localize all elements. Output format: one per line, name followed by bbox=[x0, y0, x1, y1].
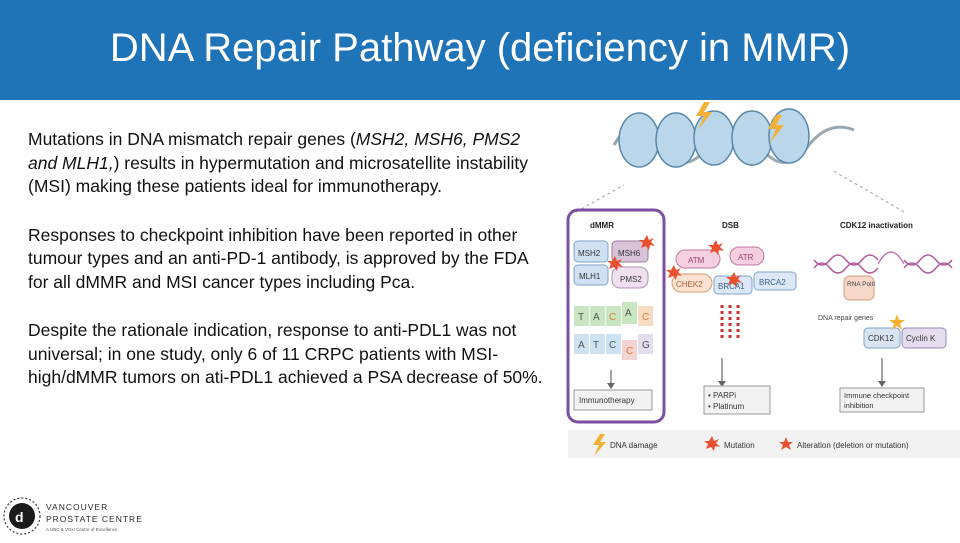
cyclin-k-label: Cyclin K bbox=[906, 334, 936, 343]
dna-damage-icon bbox=[593, 434, 606, 456]
parpi-label: • PARPi bbox=[708, 391, 736, 400]
logo-name-line1: VANCOUVER bbox=[46, 502, 108, 512]
immunotherapy-label: Immunotherapy bbox=[579, 396, 635, 405]
body-text: Mutations in DNA mismatch repair genes (… bbox=[28, 128, 548, 415]
protein-brca1: BRCA1 bbox=[718, 282, 745, 291]
dmmr-panel bbox=[566, 208, 666, 424]
protein-atr: ATR bbox=[738, 253, 754, 262]
mutation-star-icon bbox=[708, 240, 724, 255]
protein-mlh1: MLH1 bbox=[579, 272, 601, 281]
gene-names: MSH2, MSH6, PMS2 and MLH1, bbox=[28, 129, 521, 173]
lightning-icon bbox=[696, 102, 712, 130]
dna-repair-figure: dMMR MSH2 MSH6 MLH1 PMS2 T A C A C A T C… bbox=[566, 102, 960, 458]
mutation-star-icon bbox=[639, 235, 655, 250]
dsb-heading: DSB bbox=[722, 221, 739, 230]
checkpoint-line1: Immune checkpoint bbox=[844, 391, 910, 400]
mutation-star-icon bbox=[726, 272, 742, 287]
base-8: C bbox=[609, 340, 616, 351]
mutation-legend-icon bbox=[704, 436, 720, 451]
logo-tagline: A UBC & VGH Centre of Excellence bbox=[46, 527, 118, 532]
parp-platinum-box bbox=[703, 385, 771, 415]
dna-base-pairs bbox=[574, 302, 653, 360]
paragraph-1-post: ) results in hypermutation and microsate… bbox=[28, 152, 528, 197]
protein-atm: ATM bbox=[688, 256, 705, 265]
base-1: T bbox=[578, 312, 584, 323]
mutation-star-icon bbox=[666, 265, 682, 280]
protein-msh2: MSH2 bbox=[578, 249, 601, 258]
alteration-star-icon bbox=[889, 314, 905, 330]
paragraph-mmr-genes: Mutations in DNA mismatch repair genes (… bbox=[28, 128, 548, 199]
base-2: A bbox=[593, 312, 600, 323]
paragraph-checkpoint: Responses to checkpoint inhibition have … bbox=[28, 224, 528, 292]
legend-mutation: Mutation bbox=[724, 441, 755, 450]
title-bar: DNA Repair Pathway (deficiency in MMR) bbox=[0, 0, 960, 100]
dmmr-heading: dMMR bbox=[590, 221, 614, 230]
slide-title: DNA Repair Pathway (deficiency in MMR) bbox=[109, 26, 851, 70]
base-7: T bbox=[593, 340, 599, 351]
svg-text:d: d bbox=[15, 509, 24, 525]
cdk12-label: CDK12 bbox=[868, 334, 894, 343]
base-4: A bbox=[625, 308, 632, 319]
base-9: C bbox=[626, 346, 633, 357]
paragraph-response: Despite the rationale indication, respon… bbox=[28, 320, 543, 387]
protein-pms2: PMS2 bbox=[620, 275, 642, 284]
protein-brca2: BRCA2 bbox=[759, 278, 786, 287]
vancouver-prostate-centre-logo: d VANCOUVER PROSTATE CENTRE A UBC & VGH … bbox=[2, 492, 162, 538]
dna-repair-genes-label: DNA repair genes bbox=[818, 315, 874, 322]
mutation-star-icon bbox=[607, 256, 623, 271]
logo-name-line2: PROSTATE CENTRE bbox=[46, 514, 143, 524]
legend-alteration: Alteration (deletion or mutation) bbox=[797, 441, 909, 450]
paragraph-1-pre: Mutations in DNA mismatch repair genes ( bbox=[28, 129, 356, 149]
platinum-label: • Platinum bbox=[708, 402, 744, 411]
cdk12-heading: CDK12 inactivation bbox=[840, 221, 913, 230]
alteration-legend-icon bbox=[779, 437, 793, 450]
base-3: C bbox=[609, 312, 616, 323]
legend-panel bbox=[568, 430, 960, 458]
base-6: A bbox=[578, 340, 585, 351]
nucleosome-chain bbox=[612, 108, 855, 168]
base-5: C bbox=[642, 312, 649, 323]
legend-dna-damage: DNA damage bbox=[610, 441, 658, 450]
checkpoint-box bbox=[839, 387, 925, 413]
broken-dna-strand bbox=[720, 305, 740, 340]
lightning-icon bbox=[768, 115, 784, 143]
immunotherapy-box bbox=[573, 389, 653, 411]
base-10: G bbox=[642, 340, 650, 351]
protein-msh6: MSH6 bbox=[618, 249, 641, 258]
checkpoint-line2: inhibition bbox=[844, 401, 874, 410]
protein-chek2: CHEK2 bbox=[676, 280, 703, 289]
logo-emblem-icon bbox=[3, 497, 41, 535]
rna-pol-label: RNA PolII bbox=[847, 281, 875, 288]
dna-helix bbox=[813, 251, 953, 274]
